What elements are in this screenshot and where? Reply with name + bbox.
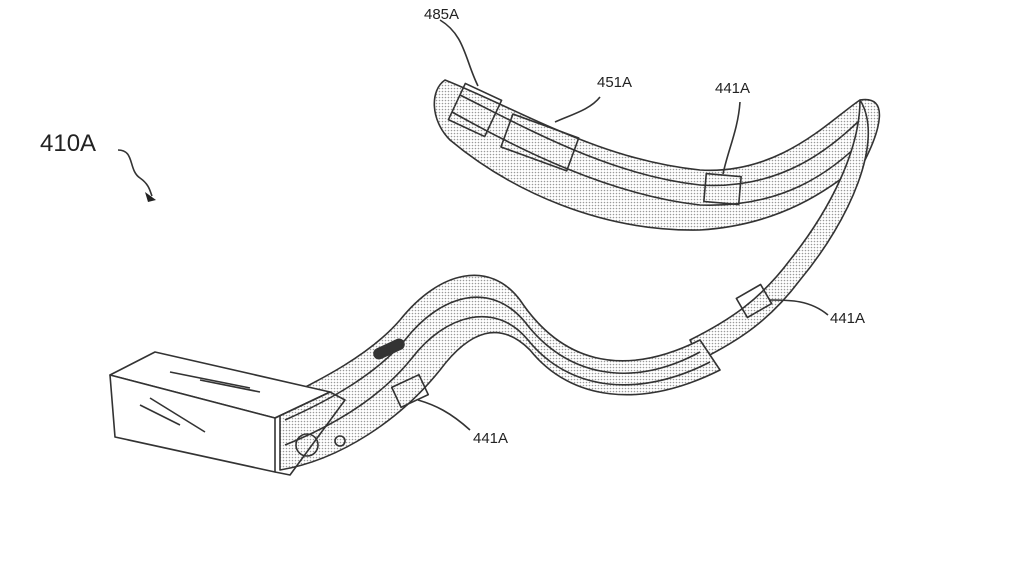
camera-lens-icon bbox=[295, 433, 319, 457]
label-485a: 485A bbox=[424, 6, 460, 23]
label-441a-bottom: 441A bbox=[473, 430, 509, 447]
label-410a: 410A bbox=[40, 130, 97, 157]
button-icon bbox=[334, 435, 346, 447]
label-441a-top: 441A bbox=[715, 80, 751, 97]
label-451a: 451A bbox=[597, 74, 633, 91]
label-441a-right: 441A bbox=[830, 310, 866, 327]
